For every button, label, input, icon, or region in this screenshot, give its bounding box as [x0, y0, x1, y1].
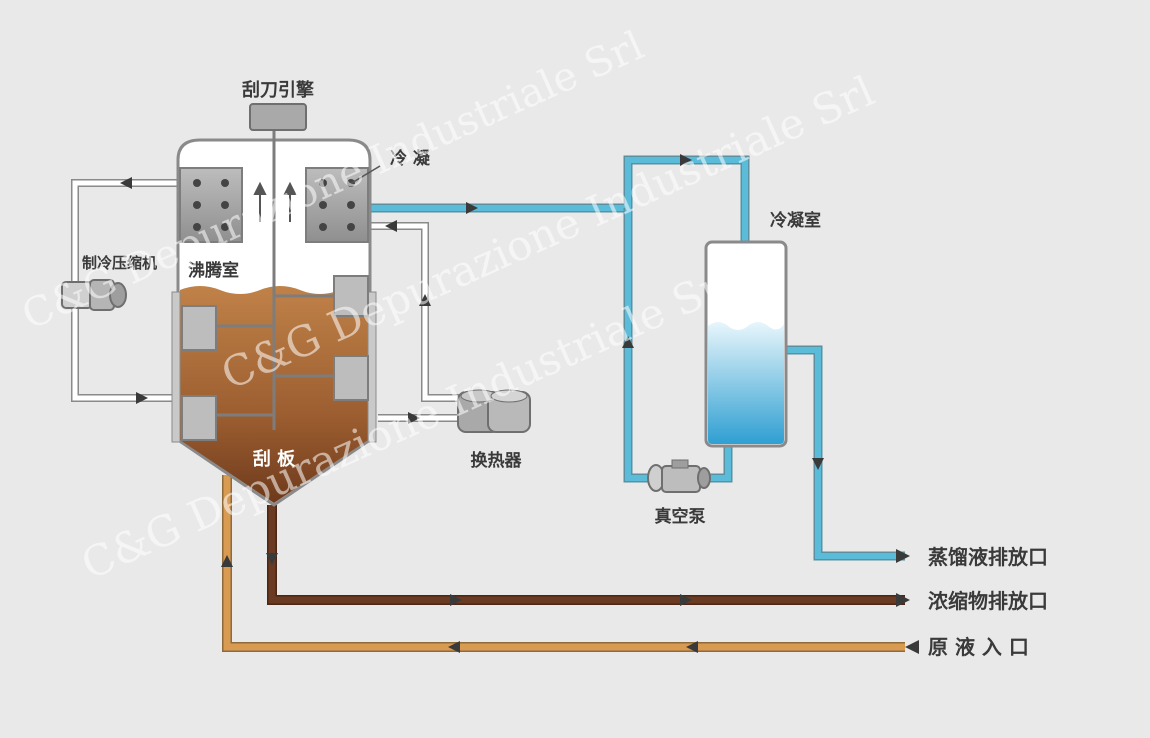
arrow-left-icon	[120, 177, 132, 189]
distillate-pipe	[786, 345, 905, 561]
label-vacuum-pump: 真空泵	[655, 506, 706, 527]
condenser-coil-left	[179, 167, 243, 243]
label-raw-liquid-inlet: 原 液 入 口	[928, 635, 1029, 659]
arrow-right-icon	[466, 202, 478, 214]
arrow-left-icon	[448, 641, 460, 653]
raw-liquid-pipe	[222, 475, 905, 652]
arrow-down-icon	[812, 458, 824, 470]
label-scraper-blade: 刮 板	[253, 448, 296, 470]
label-condense: 冷 凝	[390, 148, 431, 169]
vapor-up-arrows	[253, 181, 297, 222]
label-distillate-outlet: 蒸馏液排放口	[928, 545, 1048, 569]
arrow-right-icon	[680, 154, 692, 166]
arrow-up-icon	[622, 336, 634, 348]
condensation-chamber-vessel	[704, 240, 788, 448]
label-condensation-chamber: 冷凝室	[770, 210, 821, 231]
label-refrigeration-compressor: 制冷压缩机	[82, 254, 157, 272]
label-scraper-motor: 刮刀引擎	[242, 79, 314, 101]
flow-arrows	[120, 154, 919, 654]
scraper-motor-box	[249, 103, 307, 131]
label-boiling-chamber: 沸腾室	[188, 260, 239, 281]
compressor-icon	[61, 279, 127, 311]
vapor-pipe	[368, 155, 750, 483]
vacuum-pump-icon	[647, 459, 711, 493]
arrow-right-icon	[680, 594, 692, 606]
arrow-right-icon	[896, 549, 910, 563]
arrow-right-icon	[450, 594, 462, 606]
arrow-right-icon	[408, 412, 420, 424]
arrow-right-icon	[136, 392, 148, 404]
condense-pointer	[349, 165, 381, 185]
label-heat-exchanger: 换热器	[471, 450, 523, 471]
condenser-coil-right	[305, 167, 369, 243]
arrow-left-icon	[385, 220, 397, 232]
label-concentrate-outlet: 浓缩物排放口	[928, 589, 1048, 613]
arrow-left-icon	[686, 641, 698, 653]
arrow-up-icon	[221, 555, 233, 567]
arrow-right-icon	[896, 593, 910, 607]
concentrate-pipe	[267, 505, 905, 605]
heat-exchanger-icon	[457, 389, 531, 433]
arrow-down-icon	[266, 553, 278, 565]
arrow-left-icon	[905, 640, 919, 654]
arrow-up-icon	[419, 294, 431, 306]
